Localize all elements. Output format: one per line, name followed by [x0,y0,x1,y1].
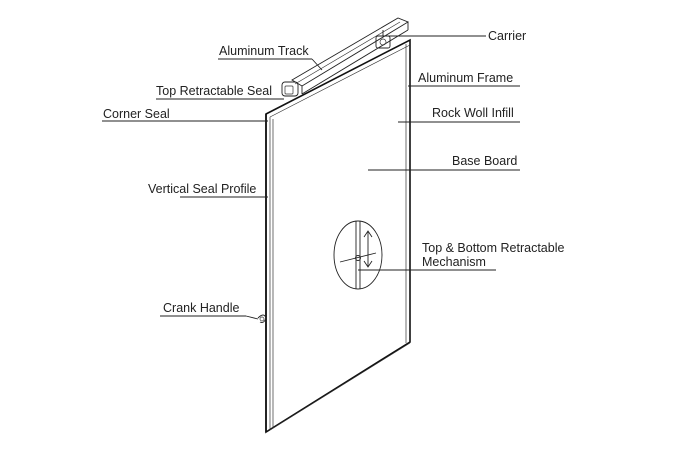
label-mechanism-line1: Top & Bottom Retractable [422,241,564,255]
label-corner-seal: Corner Seal [103,107,170,121]
label-mechanism-line2: Mechanism [422,255,486,269]
retractable-mechanism [333,220,383,290]
crank-handle [257,314,267,323]
label-rock-wool-infill: Rock Woll Infill [432,106,514,120]
label-aluminum-track: Aluminum Track [219,44,309,58]
label-crank-handle: Crank Handle [163,301,239,315]
label-base-board: Base Board [452,154,517,168]
carrier [375,30,391,49]
label-carrier: Carrier [488,29,526,43]
label-vertical-seal-profile: Vertical Seal Profile [148,182,256,196]
label-top-retractable-seal: Top Retractable Seal [156,84,272,98]
label-aluminum-frame: Aluminum Frame [418,71,513,85]
leader-lines [102,35,520,320]
top-retractable-seal [281,81,299,97]
aluminum-track [291,17,410,95]
panel-body [265,38,411,434]
